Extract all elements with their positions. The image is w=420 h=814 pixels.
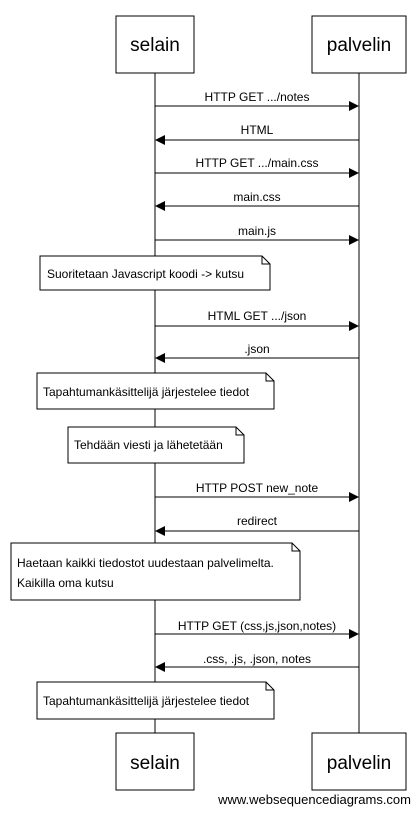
message-5: main.js bbox=[155, 224, 359, 245]
message-label: HTTP POST new_note bbox=[196, 481, 319, 495]
note-text: Suoritetaan Javascript koodi -> kutsu bbox=[47, 267, 244, 281]
message-9: redirect bbox=[155, 514, 359, 536]
note-text: Tapahtumankäsittelijä järjestelee tiedot bbox=[43, 385, 250, 399]
message-10: HTTP GET (css,js,json,notes) bbox=[155, 619, 359, 639]
note-1: Suoritetaan Javascript koodi -> kutsu bbox=[39, 255, 271, 291]
actor-box-selain-top: selain bbox=[115, 15, 195, 74]
note-5: Tapahtumankäsittelijä järjestelee tiedot bbox=[36, 681, 275, 720]
message-label: main.js bbox=[238, 224, 276, 238]
message-3: HTTP GET .../main.css bbox=[155, 156, 359, 178]
message-label: main.css bbox=[233, 190, 280, 204]
message-label: HTTP GET .../main.css bbox=[196, 156, 319, 170]
message-2: HTML bbox=[155, 123, 359, 145]
note-4: Haetaan kaikki tiedostot uudestaan palve… bbox=[10, 542, 301, 601]
actor-box-selain-bottom: selain bbox=[115, 732, 195, 791]
message-label: HTML GET .../json bbox=[208, 309, 307, 323]
message-label: HTTP GET (css,js,json,notes) bbox=[178, 619, 336, 633]
actor-label-selain-top: selain bbox=[130, 35, 180, 56]
note-text-line-1: Haetaan kaikki tiedostot uudestaan palve… bbox=[17, 556, 274, 570]
message-label: .json bbox=[244, 342, 269, 356]
message-label: redirect bbox=[237, 514, 278, 528]
note-text: Tehdään viesti ja lähetetään bbox=[74, 438, 223, 452]
message-7: .json bbox=[155, 342, 359, 363]
message-1: HTTP GET .../notes bbox=[155, 90, 359, 111]
note-text: Tapahtumankäsittelijä järjestelee tiedot bbox=[43, 694, 250, 708]
message-label: HTML bbox=[241, 123, 274, 137]
actor-label-palvelin-bottom: palvelin bbox=[327, 753, 391, 774]
message-6: HTML GET .../json bbox=[155, 309, 359, 331]
note-2: Tapahtumankäsittelijä järjestelee tiedot bbox=[36, 372, 275, 410]
note-text-line-2: Kaikilla oma kutsu bbox=[17, 576, 114, 590]
actor-label-palvelin-top: palvelin bbox=[327, 35, 391, 56]
message-4: main.css bbox=[155, 190, 359, 211]
actor-label-selain-bottom: selain bbox=[130, 753, 180, 774]
message-label: .css, .js, .json, notes bbox=[203, 652, 311, 666]
message-label: HTTP GET .../notes bbox=[205, 90, 310, 104]
note-3: Tehdään viesti ja lähetetään bbox=[67, 426, 245, 464]
message-8: HTTP POST new_note bbox=[155, 481, 359, 502]
actor-box-palvelin-top: palvelin bbox=[311, 15, 407, 74]
message-11: .css, .js, .json, notes bbox=[155, 652, 359, 672]
footer-watermark: www.websequencediagrams.com bbox=[217, 792, 411, 807]
actor-box-palvelin-bottom: palvelin bbox=[311, 732, 407, 791]
